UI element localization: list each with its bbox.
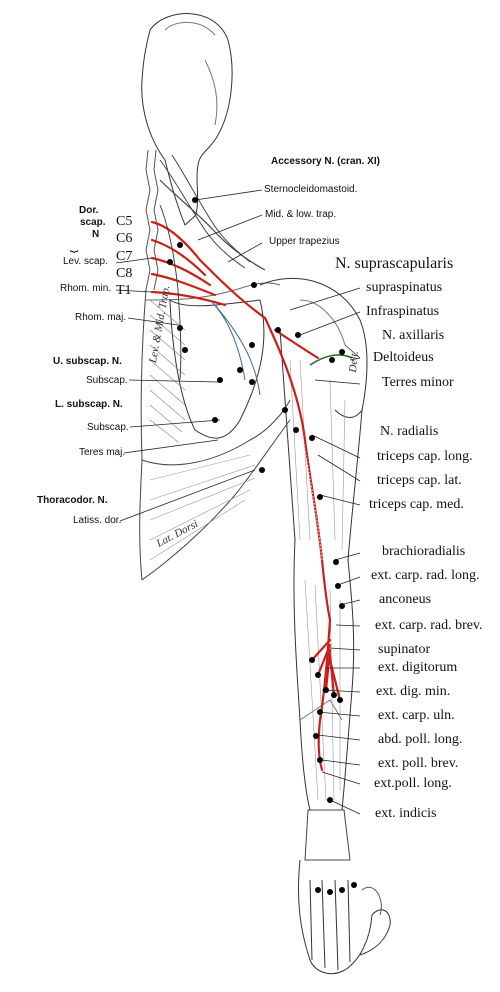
label-t1: T1 [116, 283, 132, 298]
forearm-branches [310, 638, 342, 702]
label-ext-poll-long: ext.poll. long. [374, 776, 452, 791]
cervical-spine [145, 149, 151, 291]
label-ext-carp-rad-brev: ext. carp. rad. brev. [375, 618, 483, 633]
label-rhom-min: Rhom. min. [60, 283, 112, 294]
label-deltoideus: Deltoideus [373, 350, 434, 365]
label-l-subscap-n: L. subscap. N. [55, 399, 123, 410]
dorsal-scapular-nerve [159, 204, 182, 381]
deltoid-branch [309, 354, 353, 366]
label-c7: C7 [116, 249, 133, 264]
label-ext-dig-min: ext. dig. min. [376, 684, 451, 699]
label-supraspinatus: supraspinatus [366, 280, 443, 295]
upper-arm-outline [279, 329, 296, 541]
label-mid-low-trap: Mid. & low. trap. [265, 209, 337, 220]
subscapular-nerves [209, 299, 261, 396]
label-brachioradialis: brachioradialis [382, 544, 466, 559]
label-ext-digitorum: ext. digitorum [378, 660, 458, 675]
label-subscap-lower: Subscap. [87, 422, 129, 433]
deltoid-outline [259, 278, 368, 418]
label-latiss-dor: Latiss. dor. [73, 515, 122, 526]
label-subscap-upper: Subscap. [86, 375, 128, 386]
triceps-hatching [289, 359, 346, 551]
label-ext-indicis: ext. indicis [375, 806, 437, 821]
trunk-outline [139, 289, 147, 581]
label-c6: C6 [116, 231, 133, 246]
label-c5: C5 [116, 214, 133, 229]
leader-lines [115, 189, 361, 815]
label-abd-poll-long: abd. poll. long. [378, 732, 463, 747]
brace-symbol: ⏟ [70, 236, 79, 252]
label-ext-poll-brev: ext. poll. brev. [378, 756, 459, 771]
label-teres-maj: Teres maj. [79, 447, 126, 458]
forearm-outline [293, 539, 311, 811]
plexus-trunk [198, 258, 267, 320]
radial-nerve [263, 316, 332, 622]
label-anconeus: anconeus [379, 592, 432, 607]
label-infraspinatus: Infraspinatus [366, 304, 440, 319]
motor-points [167, 197, 357, 895]
label-n-axillaris: N. axillaris [382, 328, 445, 343]
label-terres-minor: Terres minor [382, 375, 454, 390]
latissimus-dorsi-outline [141, 399, 291, 466]
label-thoracodor-n: Thoracodor. N. [37, 495, 108, 506]
scapula-outline [169, 299, 265, 439]
label-upper-trapezius: Upper trapezius [269, 236, 340, 247]
label-u-subscap-n: U. subscap. N. [53, 356, 122, 367]
label-ext-carp-rad-long: ext. carp. rad. long. [371, 568, 480, 583]
label-triceps-cap-med: triceps cap. med. [369, 497, 464, 512]
hand-outline [297, 859, 391, 975]
label-lev-scap: Lev. scap. [63, 256, 108, 267]
label-sternocleidomastoid: Sternocleidomastoid. [264, 184, 358, 195]
label-scap: scap. [80, 217, 106, 228]
label-dor: Dor. [79, 205, 99, 216]
label-triceps-cap-long: triceps cap. long. [377, 449, 473, 464]
wrist-outline [304, 809, 351, 861]
label-triceps-cap-lat: triceps cap. lat. [377, 473, 462, 488]
label-rhom-maj: Rhom. maj. [75, 312, 127, 323]
posterior-interosseous-nerve [317, 618, 332, 772]
skull-outline [141, 13, 233, 226]
brachial-plexus-roots [150, 220, 227, 307]
label-ext-carp-uln: ext. carp. uln. [378, 708, 455, 723]
sternocleidomastoid-muscle [159, 159, 246, 269]
label-n-radialis: N. radialis [380, 424, 439, 439]
engraved-delt: Delt. [347, 350, 361, 373]
label-c8: C8 [116, 266, 133, 281]
label-n-suprascapularis: N. suprascapularis [335, 255, 454, 272]
accessory-nerve [159, 179, 266, 271]
label-supinator: supinator [378, 642, 431, 657]
label-n: N [92, 229, 100, 240]
label-accessory-n: Accessory N. (cran. XI) [271, 156, 380, 167]
rhomboid-hatching [149, 299, 186, 443]
